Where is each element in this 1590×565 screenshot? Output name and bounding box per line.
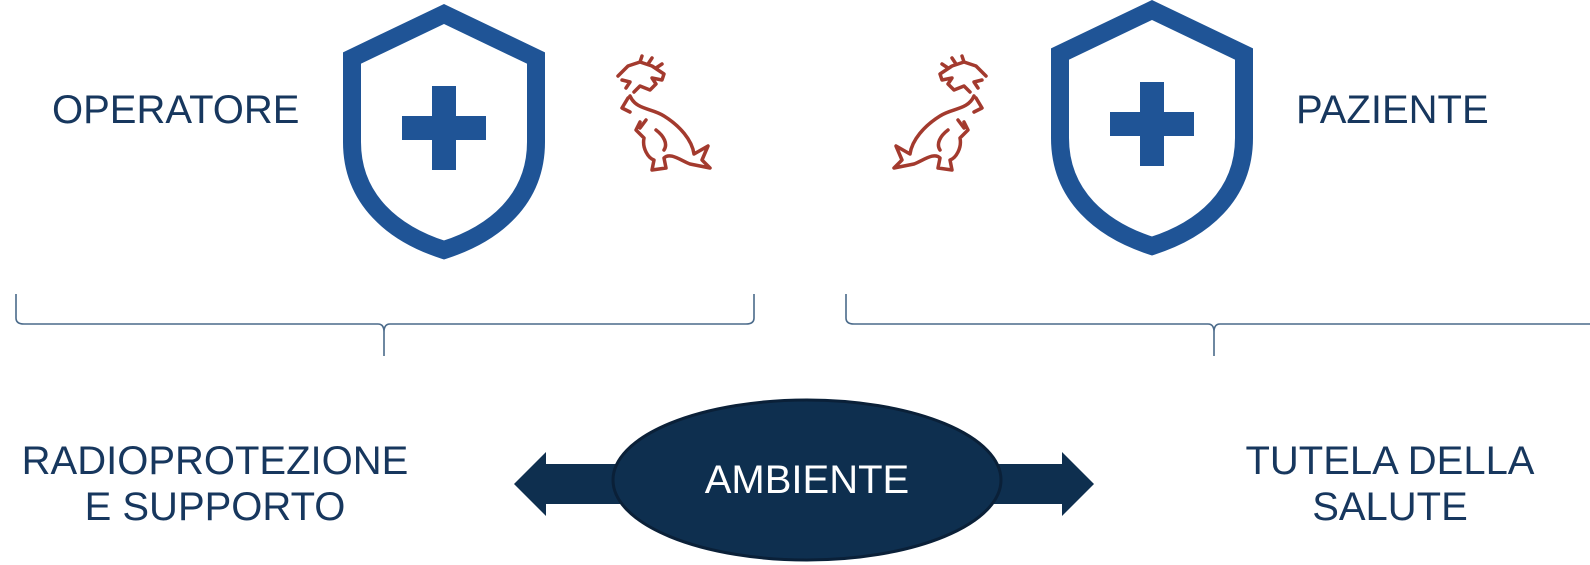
shield-plus-icon-right xyxy=(1051,0,1253,256)
radioprotezione-label: RADIOPROTEZIONE E SUPPORTO xyxy=(0,438,430,530)
tutela-label: TUTELA DELLA SALUTE xyxy=(1220,438,1560,530)
shield-plus-icon-left xyxy=(343,4,545,260)
dinosaur-icon-right xyxy=(892,54,988,172)
operatore-label: OPERATORE xyxy=(52,88,300,132)
ambiente-ellipse xyxy=(611,398,1003,562)
left-brace xyxy=(15,294,755,356)
radioprotezione-line-1: RADIOPROTEZIONE xyxy=(21,439,409,483)
tutela-line-1: TUTELA DELLA xyxy=(1245,439,1535,483)
right-brace xyxy=(845,294,1590,356)
paziente-label: PAZIENTE xyxy=(1296,88,1489,132)
radioprotezione-line-2: E SUPPORTO xyxy=(84,485,346,529)
dinosaur-icon-left xyxy=(616,54,712,172)
ambiente-label: AMBIENTE xyxy=(704,458,910,502)
tutela-line-2: SALUTE xyxy=(1312,485,1468,529)
